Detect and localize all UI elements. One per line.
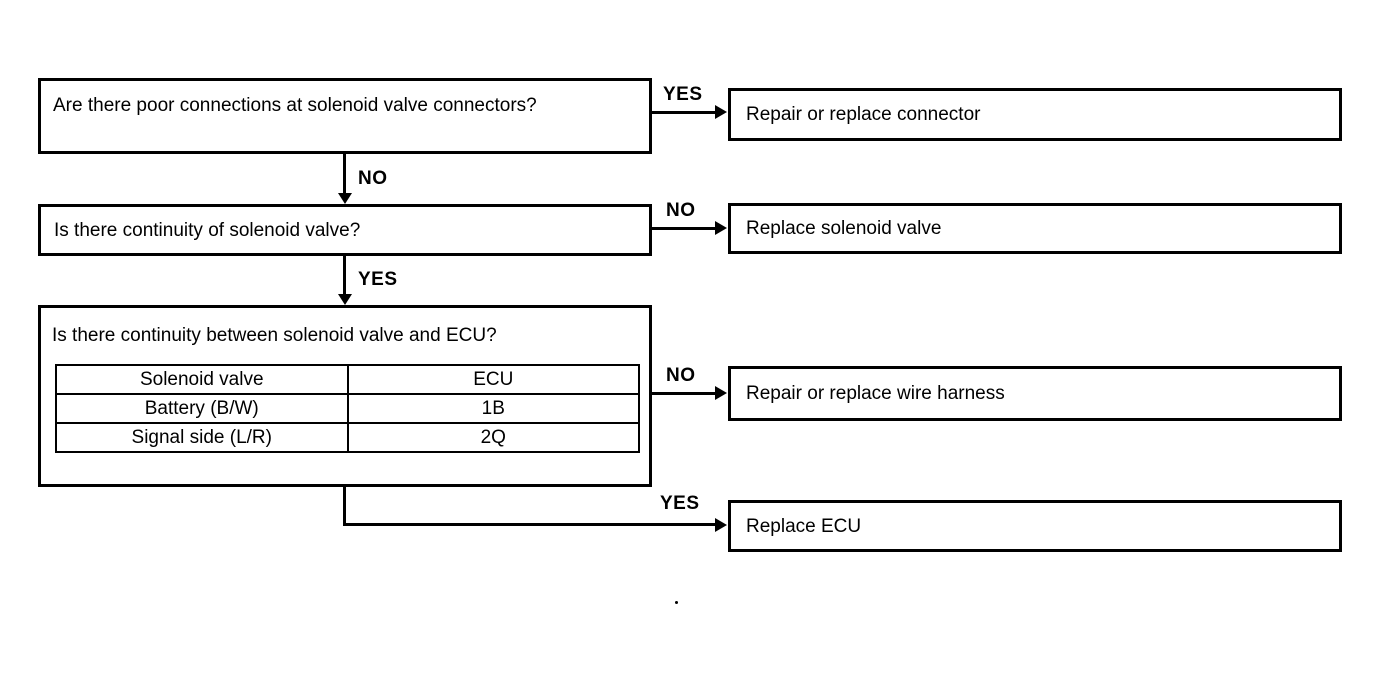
branch-label-yes: YES [660, 493, 700, 514]
table-row-signal-side: Signal side (L/R) 2Q [55, 422, 640, 453]
action-box-replace-ecu: Replace ECU [728, 500, 1342, 552]
connector-line-q1-no [343, 154, 346, 196]
arrowhead-right-icon [715, 221, 727, 235]
table-cell-signal-side: Signal side (L/R) [55, 422, 349, 453]
table-cell-signal-side-pin: 2Q [346, 422, 640, 453]
connector-line-q2-no [652, 227, 716, 230]
action-box-replace-solenoid-valve: Replace solenoid valve [728, 203, 1342, 254]
connector-line-q3-yes-horizontal [343, 523, 716, 526]
action-text: Repair or replace wire harness [746, 383, 1005, 404]
scan-speck [675, 601, 678, 604]
action-box-repair-wire-harness: Repair or replace wire harness [728, 366, 1342, 421]
connector-line-q1-yes [652, 111, 716, 114]
question-text: Is there continuity between solenoid val… [52, 325, 497, 346]
question-box-poor-connections: Are there poor connections at solenoid v… [38, 78, 652, 154]
table-cell-battery-pin: 1B [346, 393, 640, 424]
connector-line-q3-yes-vertical [343, 487, 346, 526]
connector-line-q2-yes [343, 256, 346, 297]
arrowhead-down-icon [338, 294, 352, 305]
arrowhead-right-icon [715, 518, 727, 532]
connector-line-q3-no [652, 392, 716, 395]
arrowhead-down-icon [338, 193, 352, 204]
table-header-row: Solenoid valve ECU [55, 364, 640, 395]
table-row-battery: Battery (B/W) 1B [55, 393, 640, 424]
table-cell-battery: Battery (B/W) [55, 393, 349, 424]
branch-label-no: NO [666, 365, 696, 386]
table-header-cell-ecu: ECU [346, 364, 640, 395]
branch-label-no: NO [666, 200, 696, 221]
branch-label-yes: YES [358, 269, 398, 290]
action-text: Replace solenoid valve [746, 218, 942, 239]
question-text: Are there poor connections at solenoid v… [53, 95, 537, 116]
continuity-pin-table: Solenoid valve ECU Battery (B/W) 1B Sign… [55, 364, 640, 453]
question-text: Is there continuity of solenoid valve? [54, 219, 361, 241]
table-header-cell-solenoid-valve: Solenoid valve [55, 364, 349, 395]
question-box-solenoid-continuity: Is there continuity of solenoid valve? [38, 204, 652, 256]
action-text: Repair or replace connector [746, 104, 981, 125]
branch-label-yes: YES [663, 84, 703, 105]
arrowhead-right-icon [715, 105, 727, 119]
branch-label-no: NO [358, 168, 388, 189]
arrowhead-right-icon [715, 386, 727, 400]
question-box-valve-ecu-continuity: Is there continuity between solenoid val… [38, 305, 652, 487]
action-text: Replace ECU [746, 515, 862, 537]
action-box-repair-connector: Repair or replace connector [728, 88, 1342, 141]
